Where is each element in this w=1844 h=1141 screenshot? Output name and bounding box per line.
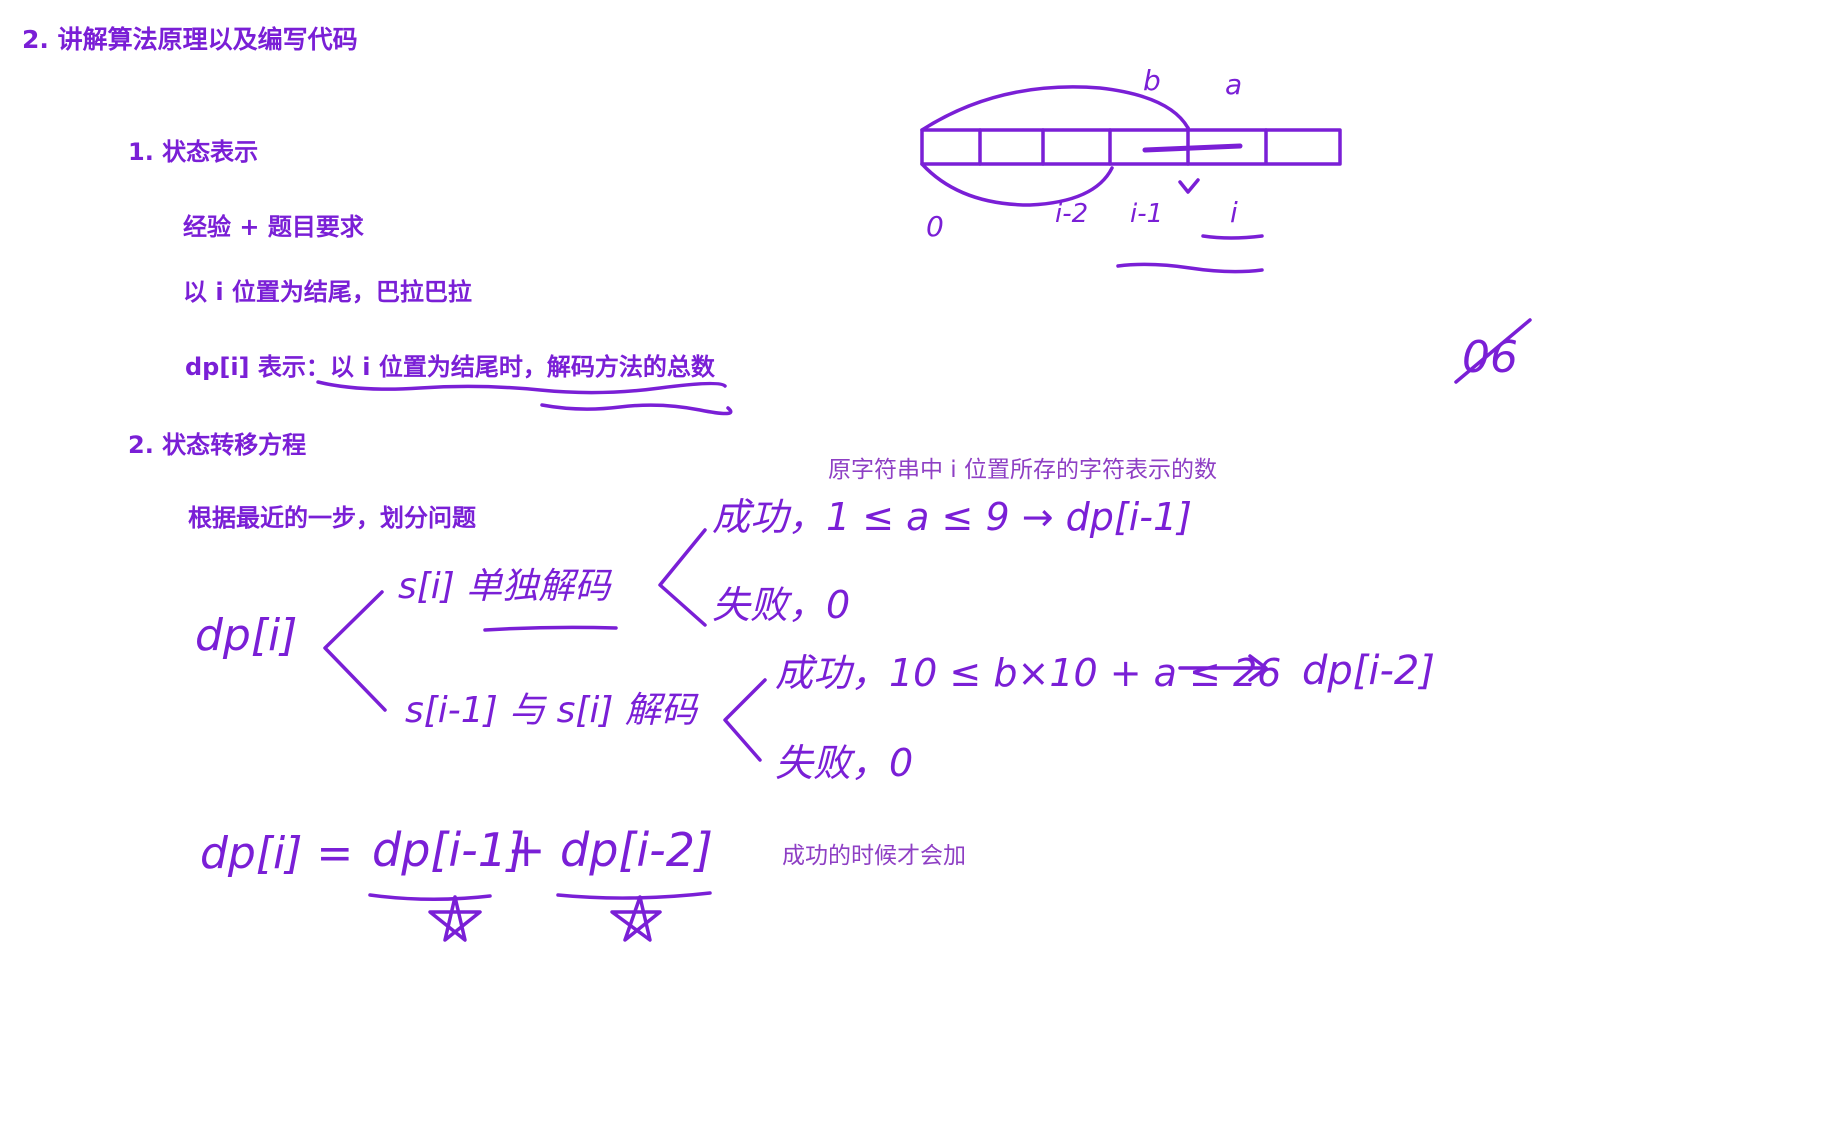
bracket-case1 (658, 528, 707, 627)
underline-term1 (368, 893, 492, 902)
diagram-underline-wave (1116, 262, 1264, 274)
star-icon (610, 895, 662, 942)
ending-line: 以 i 位置为结尾，巴拉巴拉 (183, 278, 472, 306)
final-term2: dp[i-2] (560, 823, 713, 877)
experience-line: 经验 + 题目要求 (183, 213, 364, 241)
section-title: 2. 讲解算法原理以及编写代码 (22, 25, 358, 54)
case2-success: 成功，10 ≤ b×10 + a ≤ 26 (775, 651, 1281, 695)
bracket-case2 (723, 678, 767, 762)
underline-case1 (483, 625, 618, 632)
side-note-strike (1454, 318, 1532, 384)
divide-line: 根据最近的一步，划分问题 (188, 504, 476, 532)
diagram-label-i-minus-2: i-2 (1055, 199, 1088, 229)
case2-label: s[i-1] 与 s[i] 解码 (405, 690, 699, 731)
char-value-note: 原字符串中 i 位置所存的字符表示的数 (828, 457, 1218, 483)
final-term1: dp[i-1] (372, 823, 525, 877)
highlight-stroke (1142, 143, 1243, 153)
diagram-label-zero: 0 (926, 210, 944, 243)
final-lhs: dp[i] = (200, 828, 353, 879)
star-icon (428, 895, 482, 942)
side-note: 06 (1462, 332, 1518, 383)
diagram-label-b: b (1143, 64, 1161, 97)
big-arc (920, 85, 1190, 132)
case1-label: s[i] 单独解码 (398, 566, 612, 607)
case2-target: dp[i-2] (1302, 648, 1435, 694)
case1-success: 成功，1 ≤ a ≤ 9 → dp[i-1] (712, 495, 1192, 539)
underline-wave-2 (540, 403, 733, 416)
array-box (920, 128, 1342, 166)
diagram-underline-i (1201, 234, 1264, 240)
final-plus: + (507, 823, 546, 877)
lower-arc (920, 162, 1114, 207)
diagram-label-a: a (1225, 68, 1242, 101)
diagram-label-i: i (1230, 196, 1238, 229)
dp-definition: dp[i] 表示：以 i 位置为结尾时，解码方法的总数 (185, 347, 715, 382)
underline-wave-1 (316, 380, 727, 395)
tree-root-dp-i: dp[i] (195, 610, 297, 661)
only-success-note: 成功的时候才会加 (782, 843, 966, 869)
dp-definition-prefix: dp[i] 表示： (185, 353, 330, 381)
bracket-main (323, 590, 387, 712)
case1-fail: 失败，0 (712, 583, 850, 627)
diagram-label-i-minus-1: i-1 (1130, 199, 1163, 229)
dp-definition-body: 以 i 位置为结尾时，解码方法的总数 (329, 353, 715, 381)
step2-heading: 2. 状态转移方程 (128, 431, 307, 459)
step1-heading: 1. 状态表示 (128, 138, 259, 166)
case2-fail: 失败，0 (775, 741, 913, 785)
check-mark (1178, 178, 1200, 194)
arrow-head (1248, 654, 1268, 682)
underline-term2 (556, 891, 712, 900)
